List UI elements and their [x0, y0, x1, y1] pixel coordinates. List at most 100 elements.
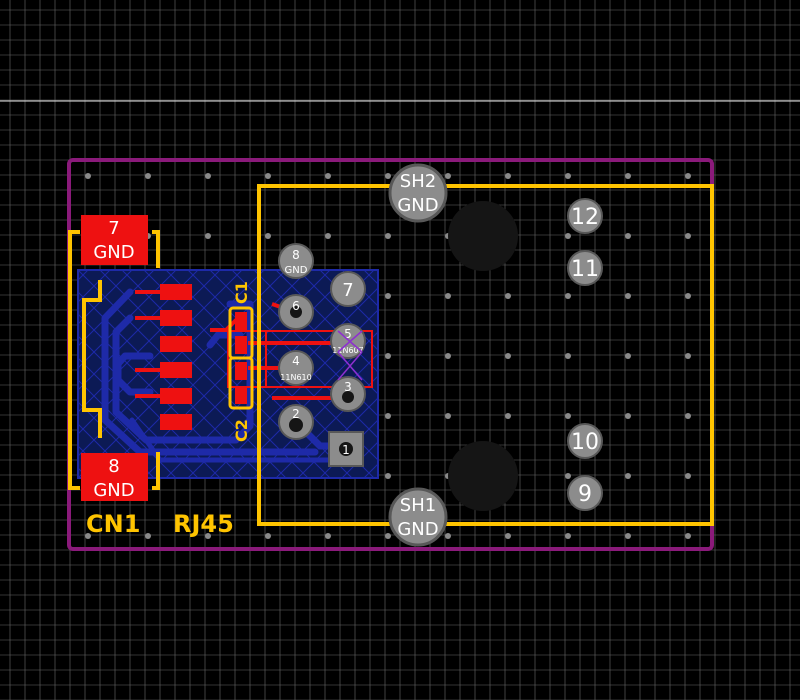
grid-dot: [625, 293, 631, 299]
grid-dot: [265, 173, 271, 179]
led-pads: 12 11 10 9: [567, 198, 603, 511]
cn1-pad-7[interactable]: [81, 215, 148, 265]
shield-pad-sh1[interactable]: SH1 GND: [388, 487, 448, 547]
smd-pad[interactable]: [160, 362, 192, 378]
c2-pad[interactable]: [235, 386, 247, 404]
grid-dot: [565, 353, 571, 359]
grid-dot: [505, 353, 511, 359]
grid-dot: [625, 413, 631, 419]
ref-c1: C1: [232, 281, 251, 304]
pad-number: 5: [344, 327, 352, 341]
pad-number: 12: [571, 205, 599, 230]
grid-dot: [385, 473, 391, 479]
smd-pad[interactable]: [160, 388, 192, 404]
grid-dot: [385, 413, 391, 419]
led-pad-9[interactable]: 9: [567, 475, 603, 511]
grid-dot: [625, 533, 631, 539]
grid-dot: [445, 413, 451, 419]
pad-number: 3: [344, 380, 352, 394]
grid-dot: [385, 233, 391, 239]
grid-dot: [385, 293, 391, 299]
cn1-pad-8[interactable]: [81, 453, 148, 501]
led-pad-10[interactable]: 10: [567, 423, 603, 459]
pad-hole: [339, 442, 353, 456]
cn1-outline-right-top: [152, 230, 160, 268]
pad-number: 4: [292, 354, 300, 368]
c2-pad[interactable]: [235, 362, 247, 380]
back-trace-3: [114, 352, 154, 396]
mounting-hole: [448, 441, 518, 511]
rj45-pad-6[interactable]: 6: [278, 294, 314, 330]
grid-dot: [205, 533, 211, 539]
smd-pad[interactable]: [160, 284, 192, 300]
sh1-net: GND: [397, 519, 438, 540]
cn1-outline-inner-top: [82, 280, 102, 438]
rj45-pads: 8 GND 7 6 5 11N607 4 11N610 3: [278, 243, 366, 467]
pad-hole: [342, 391, 354, 403]
hatch-line: [275, 375, 378, 478]
pad-hole: [290, 306, 302, 318]
c1-pad[interactable]: [235, 336, 247, 354]
pad-ring: [567, 250, 603, 286]
rj45-pad-3[interactable]: 3: [330, 376, 366, 412]
hatch-line: [78, 270, 89, 281]
rj45-courtyard: [257, 184, 714, 526]
sh1-pad[interactable]: [388, 487, 448, 547]
mounting-hole: [448, 201, 518, 271]
pad-number: 10: [571, 430, 599, 455]
c2-outline: [228, 356, 254, 410]
pad-number: 7: [342, 280, 353, 301]
grid-dot: [685, 293, 691, 299]
hatch-line: [78, 282, 79, 283]
smd-pad[interactable]: [160, 414, 192, 430]
ref-c2: C2: [232, 419, 251, 442]
grid-dot: [265, 233, 271, 239]
grid-dot: [145, 173, 151, 179]
pad-number: 1: [342, 443, 350, 457]
rj45-pad-5[interactable]: 5 11N607: [330, 323, 366, 359]
led-pad-11[interactable]: 11: [567, 250, 603, 286]
rj45-pad-8[interactable]: 8 GND: [278, 243, 314, 279]
smd-pad[interactable]: [160, 336, 192, 352]
grid-dot: [685, 473, 691, 479]
grid-dot: [685, 353, 691, 359]
capacitor-c2[interactable]: [228, 356, 254, 410]
grid-dot: [325, 533, 331, 539]
cn1-mount-pad-7[interactable]: 7 GND: [81, 215, 148, 265]
cn1-mount-pad-8[interactable]: 8 GND: [81, 453, 148, 501]
hatch-line: [78, 270, 133, 325]
ref-rj45: RJ45: [173, 510, 234, 538]
grid-dot: [265, 533, 271, 539]
grid-dot: [325, 233, 331, 239]
cn1-pad-7-net: GND: [93, 242, 134, 263]
grid-dot: [145, 533, 151, 539]
pad-ring: [567, 423, 603, 459]
grid-dot: [565, 533, 571, 539]
pad-number: 9: [578, 482, 592, 507]
hatch-line: [341, 270, 378, 307]
pad-ring: [278, 350, 314, 386]
smd-pad[interactable]: [160, 310, 192, 326]
hatch-line: [231, 331, 378, 478]
led-pad-12[interactable]: 12: [567, 198, 603, 234]
grid-dot: [85, 533, 91, 539]
c1-pad[interactable]: [235, 312, 247, 330]
cn1-outline-left: [68, 230, 80, 490]
grid-dot: [505, 413, 511, 419]
grid-dot: [505, 533, 511, 539]
grid-dot: [385, 353, 391, 359]
grid-dot: [505, 173, 511, 179]
rj45-pad-4[interactable]: 4 11N610: [278, 350, 314, 386]
hatch-line: [78, 270, 177, 369]
rj45-pad-7[interactable]: 7: [330, 271, 366, 307]
pad-number: 11: [571, 257, 599, 282]
shield-pad-sh2[interactable]: SH2 GND: [388, 163, 448, 223]
silkscreen-layer: [68, 184, 714, 526]
rj45-pad-1[interactable]: 1: [328, 431, 364, 467]
grid-dot: [445, 353, 451, 359]
rj45-pad-2[interactable]: 2: [278, 404, 314, 440]
sh2-pad[interactable]: [388, 163, 448, 223]
pad-ring: [278, 243, 314, 279]
pad-number: 6: [292, 299, 300, 313]
